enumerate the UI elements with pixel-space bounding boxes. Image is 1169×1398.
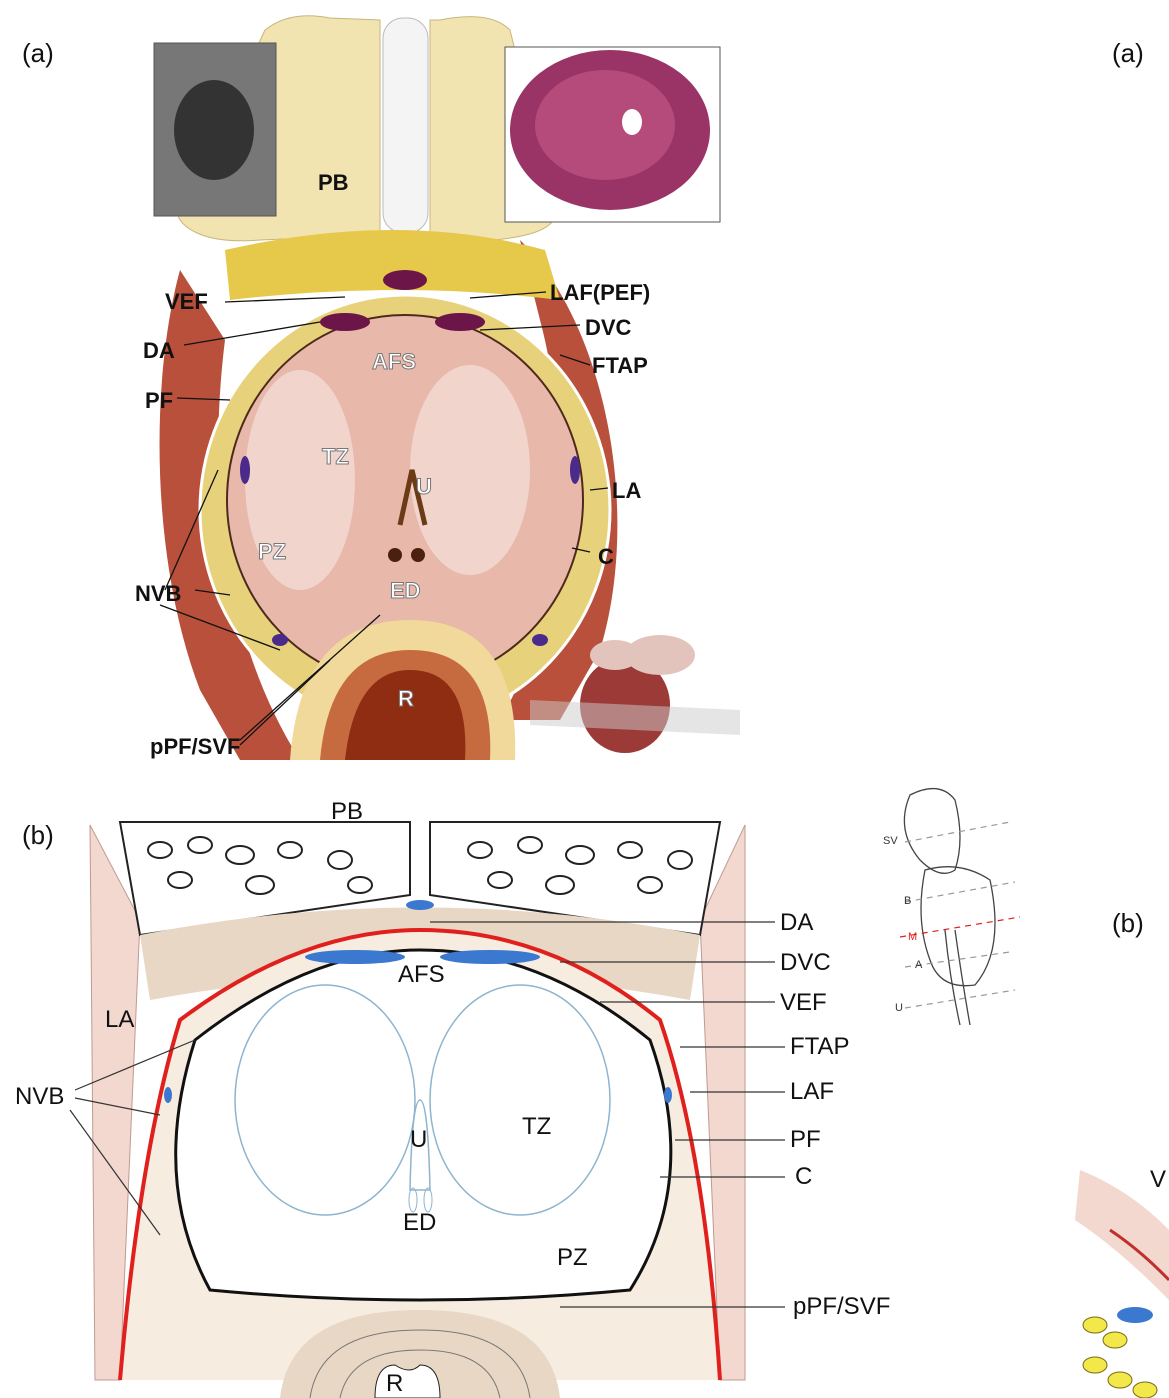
panel-label-a: (a): [22, 38, 54, 68]
panel-label-b: (b): [22, 820, 54, 850]
label-pb: PB: [318, 170, 349, 195]
label-dvc: DVC: [585, 315, 632, 340]
label-b-pb: PB: [331, 798, 364, 825]
label-b-la: LA: [105, 1006, 135, 1033]
label-tz: TZ: [322, 444, 350, 469]
label-la: LA: [612, 478, 642, 503]
label-b-pf: PF: [790, 1126, 821, 1153]
label-ftap: FTAP: [592, 353, 648, 378]
label-b-r: R: [386, 1370, 404, 1397]
label-b-tz: TZ: [522, 1113, 552, 1140]
label-pz: PZ: [257, 539, 287, 564]
label-b-afs: AFS: [398, 961, 445, 988]
label-c: C: [598, 544, 614, 569]
label-r: R: [398, 686, 415, 711]
label-b-laf: LAF: [790, 1078, 835, 1105]
label-b-dvc: DVC: [780, 949, 831, 976]
inset-label-sv: SV: [883, 835, 898, 847]
inset-label-m: M: [908, 931, 918, 943]
right-fragment-label: V: [1150, 1166, 1167, 1193]
label-pf: PF: [145, 388, 174, 413]
label-nvb: NVB: [135, 581, 182, 606]
label-laf-pef: LAF(PEF): [550, 280, 651, 305]
inset-label-u: U: [895, 1002, 903, 1014]
label-ppf-svf: pPF/SVF: [150, 734, 241, 759]
label-b-nvb: NVB: [15, 1083, 65, 1110]
label-b-vef: VEF: [780, 989, 827, 1016]
label-b-ed: ED: [403, 1209, 437, 1236]
label-b-ftap: FTAP: [790, 1033, 850, 1060]
panel-a-illustration: [153, 15, 740, 760]
inset-label-a: A: [915, 959, 923, 971]
label-u: U: [416, 474, 433, 499]
label-b-c: C: [795, 1163, 813, 1190]
right-fragment-illustration: [1075, 1170, 1169, 1398]
label-vef: VEF: [165, 289, 208, 314]
panel-label-b-right: (b): [1112, 908, 1144, 938]
panel-b-illustration: [69, 788, 1021, 1398]
label-b-da: DA: [780, 909, 814, 936]
label-b-pz: PZ: [557, 1244, 588, 1271]
label-afs: AFS: [372, 349, 417, 374]
panel-label-a-right: (a): [1112, 38, 1144, 68]
label-da: DA: [143, 338, 175, 363]
label-ed: ED: [390, 578, 422, 603]
inset-label-b: B: [904, 895, 912, 907]
label-b-ppf-svf: pPF/SVF: [793, 1293, 891, 1320]
label-b-u: U: [410, 1126, 428, 1153]
